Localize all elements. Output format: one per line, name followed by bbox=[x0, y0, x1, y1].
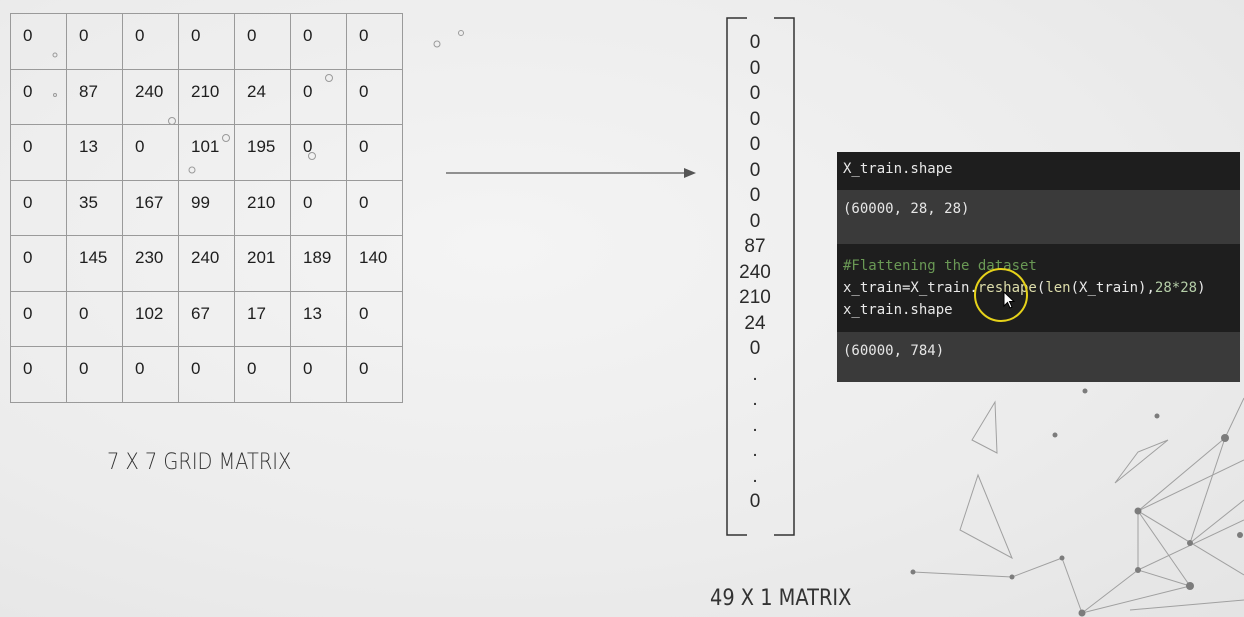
grid-cell: 24 bbox=[235, 69, 291, 126]
left-bracket bbox=[726, 17, 747, 536]
grid-cell: 167 bbox=[123, 180, 179, 237]
vector-entry: . bbox=[752, 363, 758, 385]
grid-cell: 101 bbox=[179, 125, 235, 181]
grid-cell: 87 bbox=[67, 69, 123, 126]
grid-cell: 0 bbox=[291, 347, 347, 403]
code-comment: #Flattening the dataset bbox=[843, 258, 1037, 274]
right-bracket bbox=[774, 17, 795, 536]
vector-entry: 87 bbox=[744, 236, 766, 257]
vector-entry: 0 bbox=[749, 83, 761, 104]
grid-caption: 7 X 7 GRID MATRIX bbox=[107, 450, 292, 475]
grid-cell: 230 bbox=[123, 236, 179, 292]
grid-cell: 0 bbox=[291, 14, 347, 70]
code-line: X_train.shape bbox=[843, 161, 953, 177]
vector-caption: 49 X 1 MATRIX bbox=[710, 586, 852, 611]
grid-cell: 17 bbox=[235, 291, 291, 348]
grid-cell: 0 bbox=[11, 69, 67, 126]
vector-entry: . bbox=[752, 440, 758, 461]
vector-entry: . bbox=[752, 465, 758, 487]
vector-entry: 0 bbox=[749, 57, 761, 79]
grid-cell: 99 bbox=[179, 180, 235, 237]
grid-cell: 13 bbox=[291, 291, 347, 348]
grid-cell: 0 bbox=[291, 180, 347, 237]
grid-cell: 0 bbox=[347, 291, 403, 348]
mouse-pointer-icon bbox=[1003, 291, 1016, 309]
notebook-panel: X_train.shape (60000, 28, 28) #Flattenin… bbox=[837, 152, 1240, 382]
grid-cell: 195 bbox=[235, 125, 291, 181]
grid-cell: 0 bbox=[67, 14, 123, 70]
grid-cell: 0 bbox=[347, 347, 403, 403]
grid-cell: 0 bbox=[291, 69, 347, 126]
vector-entry: 24 bbox=[744, 312, 766, 334]
code-cell-1[interactable]: X_train.shape bbox=[837, 152, 1240, 190]
vector-entry: 0 bbox=[749, 491, 761, 512]
grid-cell: 13 bbox=[67, 125, 123, 181]
vector-entry: . bbox=[752, 414, 758, 436]
vector-entry: 0 bbox=[749, 108, 761, 130]
output-text: (60000, 784) bbox=[843, 343, 945, 359]
grid-cell: 140 bbox=[347, 236, 403, 292]
code-line: x_train.shape bbox=[843, 302, 953, 318]
grid-cell: 35 bbox=[67, 180, 123, 237]
grid-cell: 0 bbox=[123, 125, 179, 181]
vector-entry: 0 bbox=[749, 32, 761, 53]
output-cell-1: (60000, 28, 28) bbox=[837, 190, 1240, 244]
vector-entry: 0 bbox=[749, 134, 761, 155]
output-text: (60000, 28, 28) bbox=[843, 201, 970, 217]
code-line: x_train=X_train.reshape(len(X_train),28*… bbox=[843, 280, 1206, 296]
code-cell-2[interactable]: #Flattening the dataset x_train=X_train.… bbox=[837, 244, 1240, 332]
grid-cell: 0 bbox=[347, 125, 403, 181]
grid-cell: 0 bbox=[11, 291, 67, 348]
output-cell-2: (60000, 784) bbox=[837, 332, 1240, 382]
grid-cell: 0 bbox=[179, 347, 235, 403]
grid-cell: 0 bbox=[347, 14, 403, 70]
grid-cell: 240 bbox=[179, 236, 235, 292]
arrow-right-icon bbox=[446, 168, 696, 178]
grid-cell: 0 bbox=[67, 291, 123, 348]
grid-cell: 0 bbox=[347, 69, 403, 126]
vector-entry: 210 bbox=[739, 287, 771, 308]
vector-entry: 0 bbox=[749, 338, 761, 359]
grid-cell: 145 bbox=[67, 236, 123, 292]
cursor-highlight-ring bbox=[974, 268, 1028, 322]
grid-cell: 0 bbox=[11, 125, 67, 181]
vector-entry: 240 bbox=[739, 261, 771, 283]
grid-cell: 0 bbox=[11, 180, 67, 237]
grid-cell: 102 bbox=[123, 291, 179, 348]
grid-cell: 0 bbox=[235, 347, 291, 403]
grid-cell: 67 bbox=[179, 291, 235, 348]
grid-cell: 0 bbox=[11, 14, 67, 70]
grid-cell: 201 bbox=[235, 236, 291, 292]
grid-cell: 0 bbox=[67, 347, 123, 403]
grid-cell: 0 bbox=[291, 125, 347, 181]
grid-cell: 210 bbox=[235, 180, 291, 237]
grid-cell: 0 bbox=[347, 180, 403, 237]
vector-entry: 0 bbox=[749, 210, 761, 232]
grid-cell: 0 bbox=[123, 14, 179, 70]
grid-cell: 0 bbox=[235, 14, 291, 70]
grid-cell: 240 bbox=[123, 69, 179, 126]
vector-entry: . bbox=[752, 389, 758, 410]
vector-entry: 0 bbox=[749, 159, 761, 181]
grid-cell: 0 bbox=[123, 347, 179, 403]
vector-entry: 0 bbox=[749, 185, 761, 206]
grid-cell: 0 bbox=[11, 236, 67, 292]
grid-cell: 0 bbox=[179, 14, 235, 70]
grid-cell: 189 bbox=[291, 236, 347, 292]
grid-cell: 210 bbox=[179, 69, 235, 126]
grid-cell: 0 bbox=[11, 347, 67, 403]
